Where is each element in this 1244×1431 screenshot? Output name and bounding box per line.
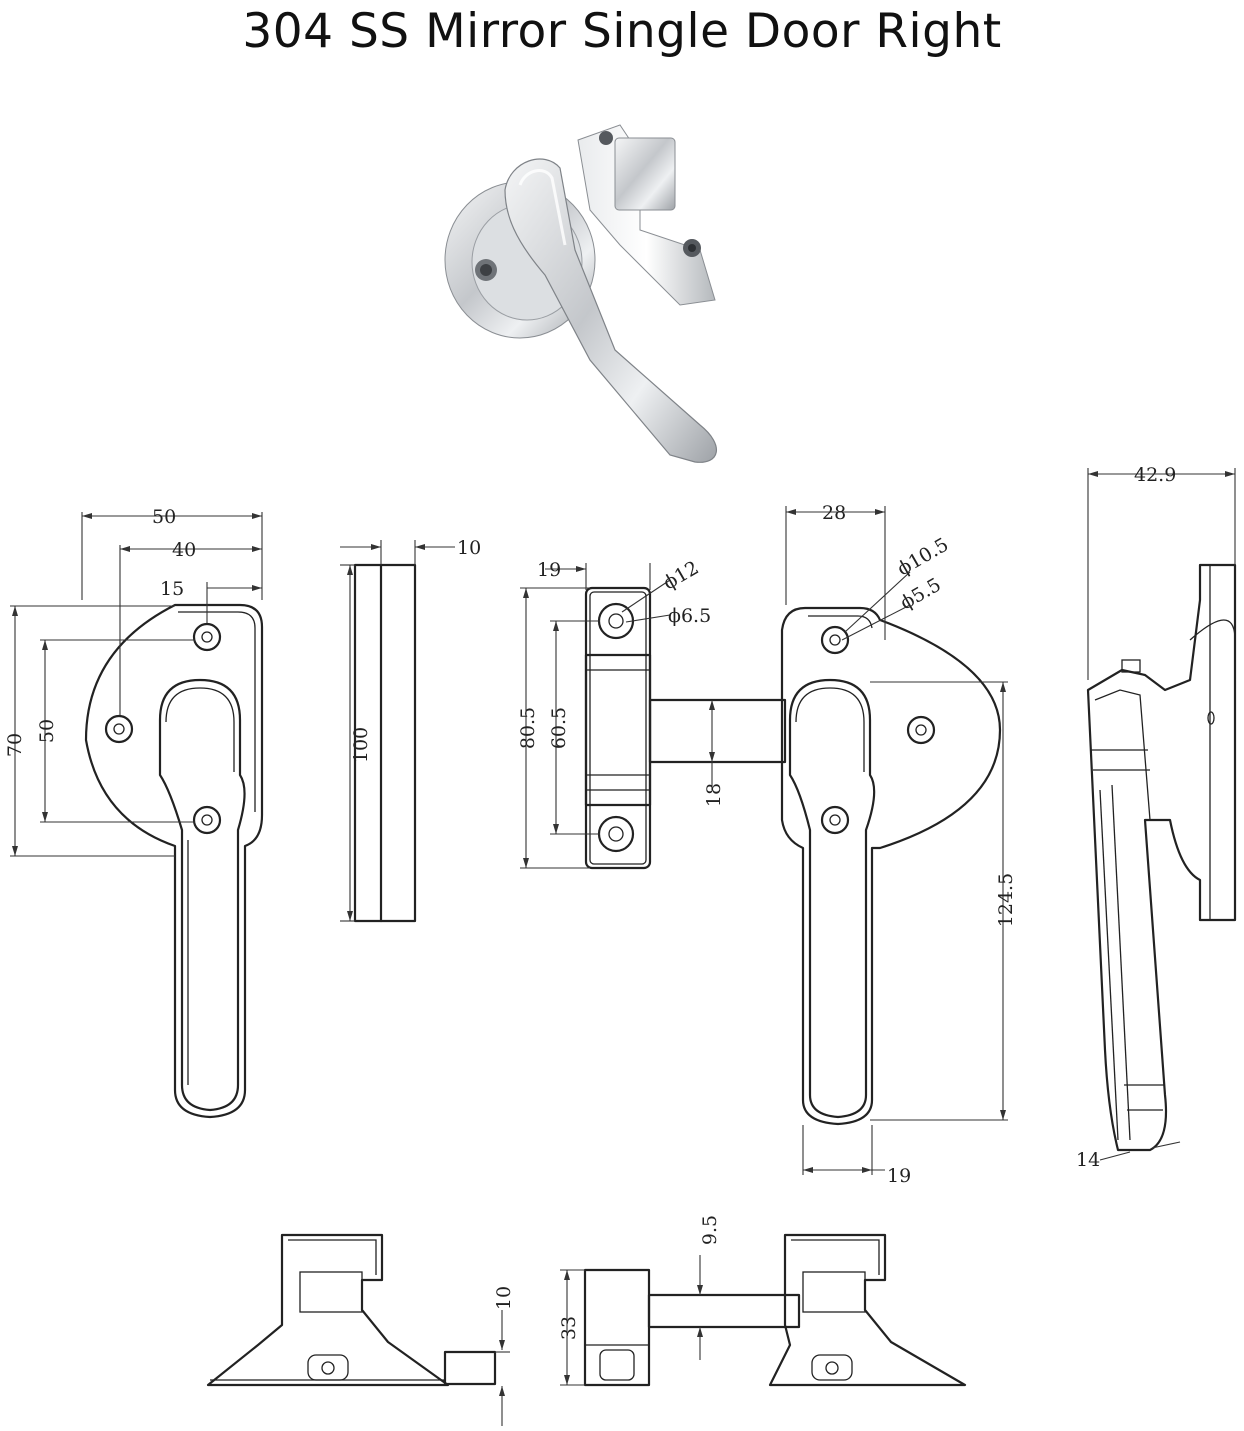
dim-bar-width-18: 18 <box>703 783 725 807</box>
product-photo <box>444 124 718 463</box>
dim-keeper-height-80-5: 80.5 <box>517 707 539 749</box>
dim-front-height-70: 70 <box>4 733 26 757</box>
keeper-view: 19 ϕ12 ϕ6.5 80.5 60.5 18 <box>517 557 787 870</box>
dim-handle-hole-10-5: ϕ10.5 <box>894 534 953 581</box>
dim-front-height-50: 50 <box>36 719 58 743</box>
dim-keeper-width-19: 19 <box>537 559 561 581</box>
dim-keeper-hole-12: ϕ12 <box>660 557 703 595</box>
dim-bottom-height-33: 33 <box>558 1316 580 1340</box>
dim-handle-length-124-5: 124.5 <box>995 873 1017 927</box>
dim-front-width-40: 40 <box>172 539 196 561</box>
dim-keeper-height-60-5: 60.5 <box>548 707 570 749</box>
dim-front-width-50: 50 <box>152 506 176 528</box>
dim-profile-grip-14: 14 <box>1076 1149 1100 1171</box>
dim-profile-width-42-9: 42.9 <box>1134 464 1176 486</box>
dim-bottom-bar-9-5: 9.5 <box>699 1215 721 1245</box>
handle-view: 28 ϕ10.5 ϕ5.5 124.5 19 <box>780 502 1017 1187</box>
dim-handle-width-28: 28 <box>822 502 846 524</box>
dim-bottom-height-10: 10 <box>493 1286 515 1310</box>
dim-keeper-hole-6-5: ϕ6.5 <box>668 605 711 627</box>
dim-side-thickness-10: 10 <box>457 537 481 559</box>
profile-view: 42.9 14 <box>1076 464 1237 1171</box>
dim-side-height-100: 100 <box>350 727 372 763</box>
bottom-view-left <box>206 1233 450 1387</box>
front-view: 50 40 15 70 50 <box>4 506 264 1119</box>
bottom-view-keeper: 10 <box>443 1286 515 1426</box>
dim-handle-grip-19: 19 <box>887 1165 911 1187</box>
bottom-view-assembly: 33 9.5 <box>558 1215 967 1387</box>
page-title: 304 SS Mirror Single Door Right <box>242 4 1002 59</box>
dim-front-width-15: 15 <box>160 578 184 600</box>
side-view: 100 10 <box>340 537 481 923</box>
